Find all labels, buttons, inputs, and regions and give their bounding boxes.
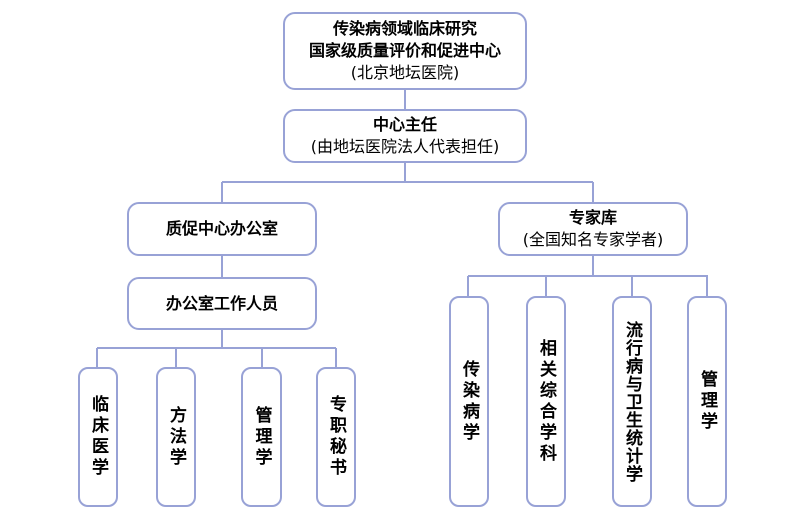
- expert-field-box: 相关综合学科: [526, 296, 566, 507]
- expert-field-box: 管理学: [687, 296, 727, 507]
- center-host: (北京地坛医院): [350, 63, 460, 82]
- staff-box: 办公室工作人员: [127, 277, 317, 330]
- staff-role-label: 方法学: [166, 405, 186, 469]
- office-title: 质促中心办公室: [165, 219, 278, 238]
- center-box: 传染病领域临床研究 国家级质量评价和促进中心 (北京地坛医院): [283, 12, 527, 90]
- expert-field-box: 传染病学: [449, 296, 489, 507]
- expert-field-label: 传染病学: [459, 359, 479, 444]
- experts-title: 专家库: [568, 208, 617, 227]
- experts-note: (全国知名专家学者): [522, 230, 664, 249]
- staff-title: 办公室工作人员: [165, 293, 278, 313]
- office-box: 质促中心办公室: [127, 202, 317, 256]
- staff-role-label: 临床医学: [88, 395, 108, 479]
- director-box: 中心主任 (由地坛医院法人代表担任): [283, 109, 527, 163]
- expert-field-label: 管理学: [697, 370, 717, 433]
- staff-role-label: 管理学: [251, 405, 272, 469]
- director-title: 中心主任: [372, 115, 437, 134]
- staff-role-label: 专职秘书: [326, 395, 346, 479]
- staff-role-box: 专职秘书: [316, 367, 356, 507]
- staff-role-box: 临床医学: [78, 367, 118, 507]
- director-note: (由地坛医院法人代表担任): [310, 137, 500, 156]
- center-name-line1: 传染病领域临床研究: [332, 19, 477, 38]
- staff-role-box: 方法学: [156, 367, 196, 507]
- expert-field-label: 流行病与卫生统计学: [622, 320, 642, 483]
- experts-box: 专家库 (全国知名专家学者): [498, 202, 688, 256]
- staff-role-box: 管理学: [241, 367, 282, 507]
- expert-field-label: 相关综合学科: [536, 338, 556, 465]
- expert-field-box: 流行病与卫生统计学: [612, 296, 652, 507]
- center-name-line2: 国家级质量评价和促进中心: [308, 41, 501, 60]
